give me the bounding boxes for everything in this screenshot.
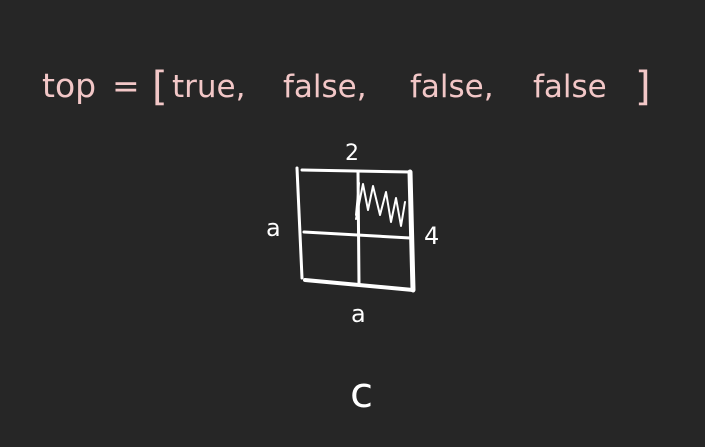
equation-variable: top [42, 66, 96, 105]
grid-horizontal-divider [302, 230, 412, 240]
equation-operator: = [112, 66, 140, 105]
grid-sketch [295, 166, 416, 293]
equation-close-bracket: ] [635, 64, 651, 110]
grid-left-label: a [266, 214, 281, 242]
equation-value-3: false, [410, 69, 494, 105]
grid-right-label: 4 [424, 222, 439, 250]
grid-bottom-label: a [351, 300, 366, 328]
grid-shaded-cell-scribble [355, 182, 406, 227]
grid-top-edge [300, 168, 412, 174]
grid-right-edge [407, 169, 416, 293]
equation-value-1: true, [172, 69, 245, 105]
caption-letter: c [350, 368, 373, 417]
equation-open-bracket: [ [152, 64, 168, 110]
grid-top-label: 2 [345, 141, 359, 166]
grid-labels: 2 a 4 a [266, 141, 439, 328]
grid-left-edge [295, 166, 304, 280]
equation-value-4: false [533, 69, 607, 105]
equation-value-2: false, [283, 69, 367, 105]
equation: top = [ true, false, false, false ] [42, 64, 651, 110]
